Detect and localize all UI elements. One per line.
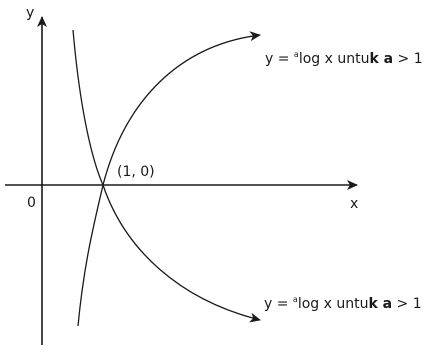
curve-label-lower: y = alog x untuk a > 1 [264,295,422,312]
y-axis-label: y [26,5,34,21]
increasing-log-curve [77,31,261,327]
curve-label-upper: y = alog x untuk a > 1 [265,50,423,67]
origin-label: 0 [27,195,36,211]
intersection-point-label: (1, 0) [117,164,155,180]
x-axis-label: x [350,196,358,212]
decreasing-log-curve [72,29,261,323]
